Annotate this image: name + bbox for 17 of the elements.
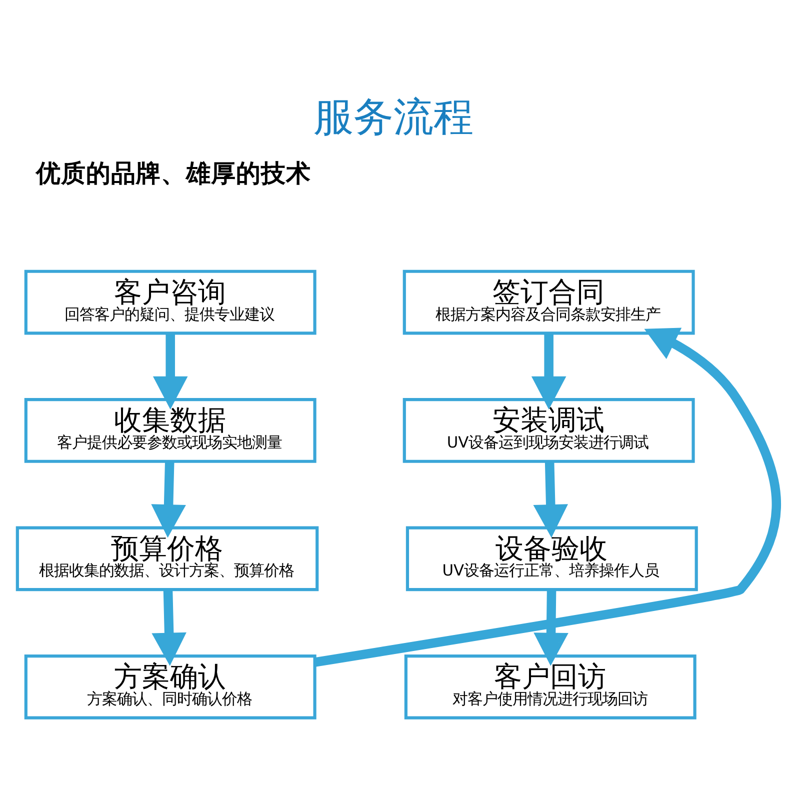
node-box: 客户咨询 回答客户的疑问、提供专业建议 <box>24 269 316 334</box>
arrow <box>314 327 781 666</box>
label: 优质的品牌、雄厚的技术 <box>36 158 311 187</box>
node-box: 客户回访 对客户使用情况进行现场回访 <box>404 654 696 719</box>
node-box: 安装调试 UV设备运到现场安装进行调试 <box>402 398 695 462</box>
arrow <box>152 589 186 666</box>
node-box: 签订合同 根据方案内容及合同条款安排生产 <box>402 269 695 334</box>
diagram-title: 服务流程 <box>314 94 474 140</box>
arrow <box>534 589 568 666</box>
arrow <box>151 461 186 538</box>
arrow <box>531 332 566 409</box>
node-box: 设备验收 UV设备运行正常、培养操作人员 <box>406 526 698 591</box>
arrow <box>152 332 188 409</box>
arrow <box>533 461 568 538</box>
node-box: 收集数据 客户提供必要参数或现场实地测量 <box>24 398 316 462</box>
node-box: 方案确认 方案确认、同时确认价格 <box>24 654 316 719</box>
node-box: 预算价格 根据收集的数据、设计方案、预算价格 <box>16 526 319 591</box>
